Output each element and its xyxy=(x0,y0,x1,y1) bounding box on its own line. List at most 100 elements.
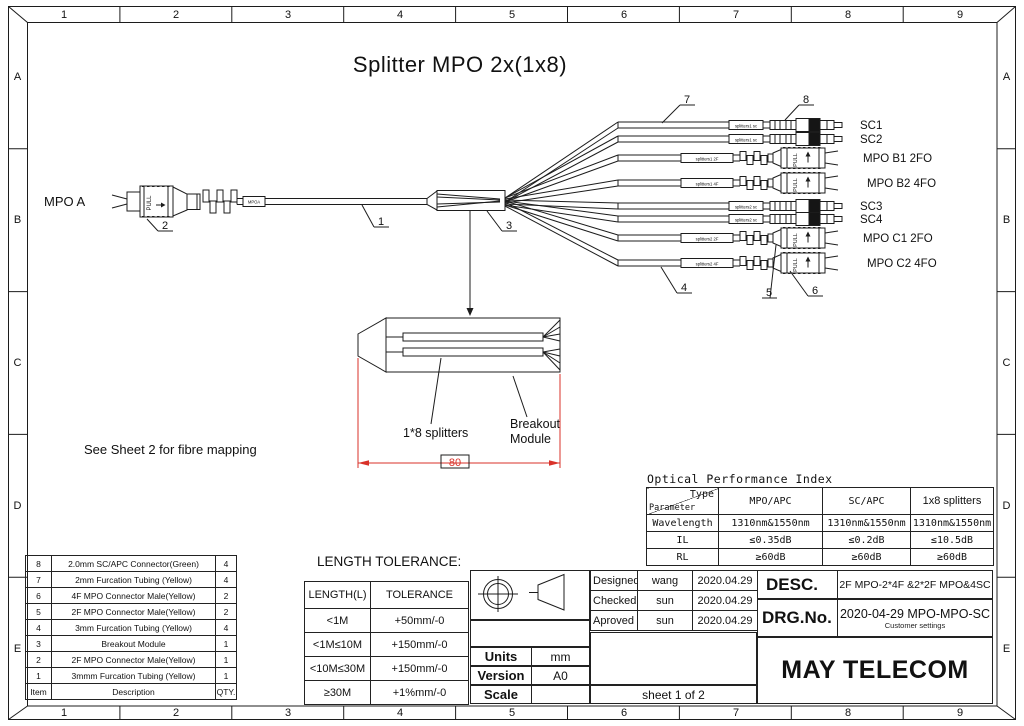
callout-1: 1 xyxy=(378,216,384,228)
table-row: Checked sun 2020.04.29 xyxy=(590,590,758,611)
item-description: 2.0mm SC/APC Connector(Green) xyxy=(51,555,216,572)
scale-value xyxy=(532,686,589,703)
version-row: Version A0 xyxy=(470,666,590,685)
zone-col-label: 1 xyxy=(60,8,68,21)
item-number: 3 xyxy=(25,635,52,652)
branch-name: MPO B1 2FO xyxy=(863,153,932,165)
desc-row: DESC. 2F MPO-2*4F &2*2F MPO&4SC xyxy=(757,570,993,599)
items-header: Item xyxy=(25,683,52,700)
table-row: Designed wang 2020.04.29 xyxy=(590,570,758,591)
tolerance-value: +1%mm/-0 xyxy=(370,680,469,705)
tolerance-value: +50mm/-0 xyxy=(370,608,469,633)
item-qty: 4 xyxy=(215,571,237,588)
zone-row-label: C xyxy=(13,356,22,369)
item-number: 7 xyxy=(25,571,52,588)
breakout-module-detail: 1*8 splitters Breakout Module xyxy=(357,317,561,446)
module-label-2: Module xyxy=(510,432,551,446)
branch-mpo-b1: splitters1 2F MPO B1 2FO xyxy=(504,147,932,203)
projection-symbol-box xyxy=(470,570,590,620)
approval-date: 2020.04.29 xyxy=(692,570,758,591)
length-header: LENGTH(L) xyxy=(304,581,371,609)
callout-8: 8 xyxy=(803,94,809,106)
desc-value: 2F MPO-2*4F &2*2F MPO&4SC xyxy=(839,578,991,591)
table-header-row: Item Description QTY. xyxy=(25,683,237,700)
approval-date: 2020.04.29 xyxy=(692,590,758,611)
table-cell: ≥60dB xyxy=(822,548,911,566)
branch-name: SC2 xyxy=(860,134,882,146)
tolerance-value: +150mm/-0 xyxy=(370,632,469,657)
zone-col-label: 7 xyxy=(732,8,740,21)
item-number: 1 xyxy=(25,667,52,684)
callout-7: 7 xyxy=(684,94,690,106)
item-qty: 4 xyxy=(215,555,237,572)
table-row: 6 4F MPO Connector Male(Yellow) 2 xyxy=(25,587,237,604)
branch-name: MPO C1 2FO xyxy=(863,233,933,245)
branch-sc4: splitters2 sc SC4 xyxy=(504,200,883,226)
item-number: 6 xyxy=(25,587,52,604)
table-row: ≥30M +1%mm/-0 xyxy=(304,680,469,705)
callout-6: 6 xyxy=(812,285,818,297)
version-label: Version xyxy=(471,667,532,684)
tube-label: splitters1 sc xyxy=(735,124,757,129)
zone-rows-right: A B C D E xyxy=(997,6,1016,720)
zone-col-label: 6 xyxy=(620,8,628,21)
trunk-cable: MPOA xyxy=(236,196,427,207)
zone-col-label: 4 xyxy=(396,8,404,21)
callouts: 1 2 3 4 5 6 7 8 xyxy=(146,94,823,299)
length-tolerance-title: LENGTH TOLERANCE: xyxy=(317,554,462,569)
item-number: 2 xyxy=(25,651,52,668)
length-tolerance-table: LENGTH(L) TOLERANCE <1M +50mm/-0 <1M≤10M… xyxy=(304,581,469,705)
length-value: <1M≤10M xyxy=(304,632,371,657)
module-label-1: Breakout xyxy=(510,417,561,431)
column-header: MPO/APC xyxy=(718,487,823,515)
table-cell: ≤0.35dB xyxy=(718,531,823,549)
length-value: <10M≤30M xyxy=(304,656,371,681)
approval-role: Aproved xyxy=(590,610,638,631)
tube-label: splitters2 2F xyxy=(696,237,719,242)
drg-no-label: DRG.No. xyxy=(758,600,838,636)
dimension-value: 80 xyxy=(449,457,461,469)
empty-box xyxy=(590,632,757,685)
branch-sc1: splitters1 sc SC1 xyxy=(504,118,882,203)
branch-mpo-c2: splitters2 4F MPO C2 4FO xyxy=(504,201,937,274)
zone-col-label: 3 xyxy=(284,706,292,719)
optical-table-title: Optical Performance Index xyxy=(647,472,833,486)
table-row: 8 2.0mm SC/APC Connector(Green) 4 xyxy=(25,555,237,572)
zone-col-label: 6 xyxy=(620,706,628,719)
table-row: 2 2F MPO Connector Male(Yellow) 1 xyxy=(25,651,237,668)
mpo-a-label: MPO A xyxy=(44,194,86,209)
tube-label: splitters2 sc xyxy=(735,205,757,210)
zone-row-label: B xyxy=(13,214,22,227)
zone-col-label: 9 xyxy=(956,8,964,21)
zone-columns-bottom: 1 2 3 4 5 6 7 8 9 xyxy=(8,705,1016,720)
splitters-label: 1*8 splitters xyxy=(403,426,468,440)
table-row: 5 2F MPO Connector Male(Yellow) 2 xyxy=(25,603,237,620)
sheet-number: sheet 1 of 2 xyxy=(590,685,757,704)
fibre-mapping-note: See Sheet 2 for fibre mapping xyxy=(84,442,257,457)
zone-row-label: E xyxy=(1002,642,1011,655)
page-title: Splitter MPO 2x(1x8) xyxy=(352,52,568,77)
corner-parameter-label: Parameter xyxy=(649,503,696,513)
type-parameter-corner-cell: Type Parameter xyxy=(646,487,719,515)
breakout-junction xyxy=(426,190,506,316)
table-cell: ≤0.2dB xyxy=(822,531,911,549)
zone-col-label: 8 xyxy=(844,8,852,21)
item-description: 4F MPO Connector Male(Yellow) xyxy=(51,587,216,604)
item-qty: 1 xyxy=(215,651,237,668)
table-row: Aproved sun 2020.04.29 xyxy=(590,610,758,631)
parts-list-table: 8 2.0mm SC/APC Connector(Green) 4 7 2mm … xyxy=(25,555,237,700)
branch-name: SC4 xyxy=(860,214,883,226)
table-row: 7 2mm Furcation Tubing (Yellow) 4 xyxy=(25,571,237,588)
tube-label: splitters1 2F xyxy=(696,157,719,162)
callout-3: 3 xyxy=(506,220,512,232)
approval-name: wang xyxy=(637,570,693,591)
optical-performance-table: Type Parameter MPO/APC SC/APC 1x8 splitt… xyxy=(646,487,994,566)
tube-label: splitters1 sc xyxy=(735,138,757,143)
row-label: RL xyxy=(646,548,719,566)
item-description: 3mm Furcation Tubing (Yellow) xyxy=(51,619,216,636)
table-row: <1M≤10M +150mm/-0 xyxy=(304,632,469,657)
item-description: 2mm Furcation Tubing (Yellow) xyxy=(51,571,216,588)
table-cell: ≤10.5dB xyxy=(910,531,994,549)
approval-name: sun xyxy=(637,610,693,631)
